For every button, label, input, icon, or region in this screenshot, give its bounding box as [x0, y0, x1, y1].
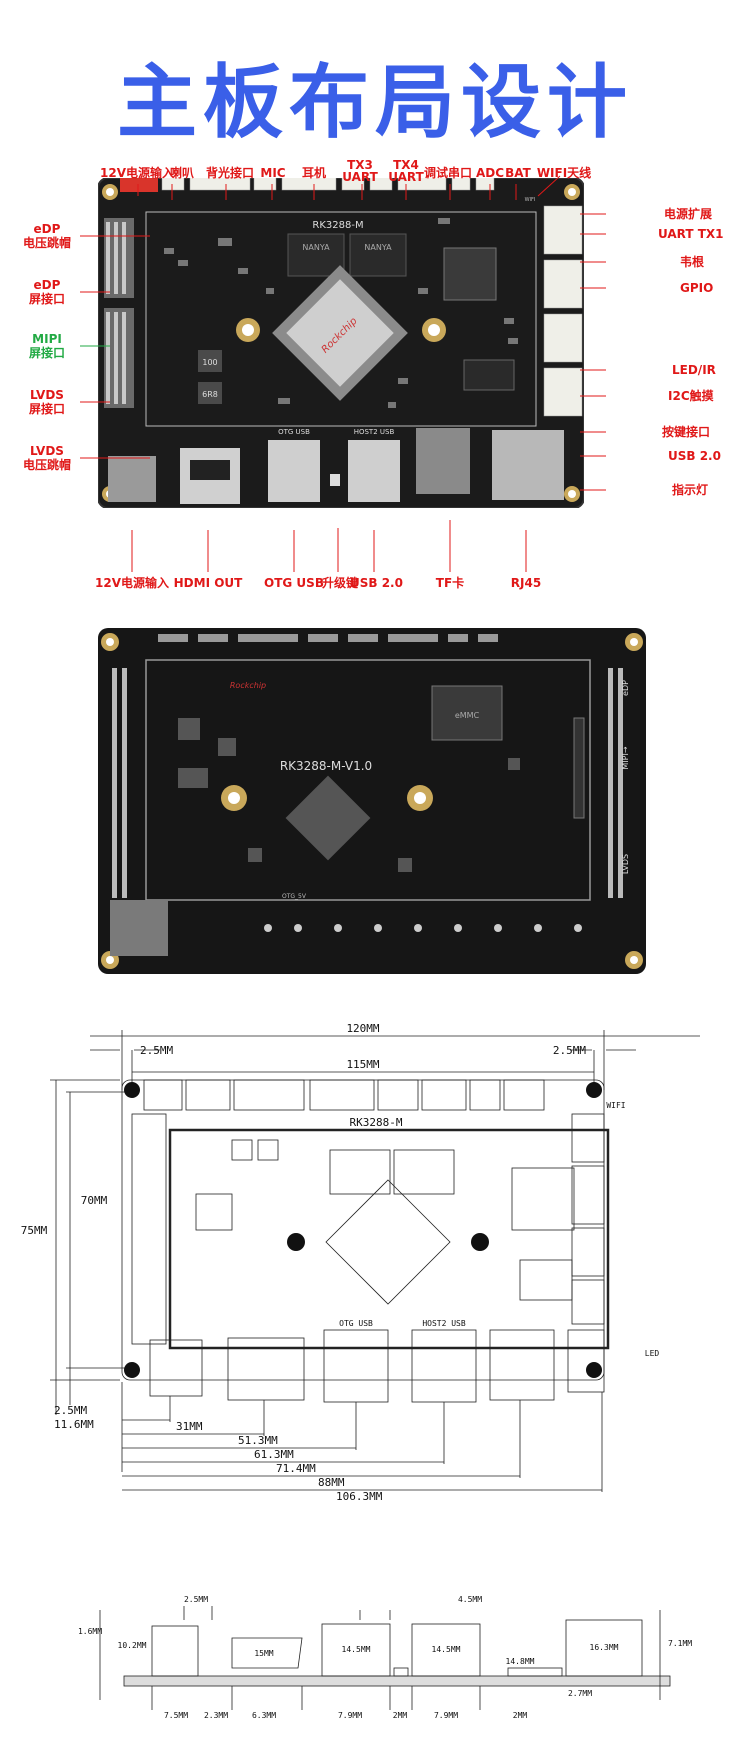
side-2-3mm: 2.3MM [204, 1711, 228, 1720]
label-edp-jumper-1: eDP [33, 222, 61, 236]
label-mipi-2: 屏接口 [28, 346, 65, 360]
side-2mm-a: 2MM [393, 1711, 408, 1720]
host2-silk: HOST2 USB [354, 428, 395, 436]
label-power-ext: 电源扩展 [664, 207, 713, 221]
memory-chip-2: NANYA [364, 243, 392, 252]
dim-106-3mm: 106.3MM [336, 1490, 383, 1503]
side-2-7mm: 2.7MM [568, 1689, 592, 1698]
drawing-led: LED [645, 1349, 660, 1358]
side-7-9mm-b: 7.9MM [434, 1711, 458, 1720]
otg-silk: OTG USB [278, 428, 310, 436]
wifi-silk: WIFI [525, 197, 536, 203]
dim-31mm: 31MM [176, 1420, 203, 1433]
memory-chip-1: NANYA [302, 243, 330, 252]
back-brand-silk: Rockchip [230, 681, 266, 690]
drawing-model: RK3288-M [350, 1116, 403, 1129]
label-bat: BAT [505, 166, 531, 180]
side-4-5mm: 4.5MM [458, 1595, 482, 1604]
dim-11-6mm: 11.6MM [54, 1418, 94, 1431]
label-12v-power-in-bottom: 12V电源输入 [95, 576, 169, 590]
label-uart-tx1: UART TX1 [658, 227, 724, 241]
dim-75mm: 75MM [21, 1224, 48, 1237]
label-backlight: 背光接口 [205, 166, 254, 180]
label-mic: MIC [260, 166, 286, 180]
label-upgrade-key: 升级键 [321, 576, 358, 590]
label-tx4-uart: UART [388, 170, 424, 184]
side-10-2mm: 10.2MM [118, 1641, 147, 1650]
drawing-host2: HOST2 USB [422, 1319, 466, 1328]
back-edp-silk: eDP [621, 680, 630, 696]
label-indicator: 指示灯 [672, 483, 709, 497]
dimension-drawing: 120MM 2.5MM 2.5MM 115MM 75MM 70MM 2.5MM … [21, 1022, 700, 1503]
label-mipi-1: MIPI [32, 332, 62, 346]
side-7-1mm: 7.1MM [668, 1639, 692, 1648]
side-2-5mm: 2.5MM [184, 1595, 208, 1604]
side-view-drawing: 1.6MM 2.5MM 4.5MM 7.1MM 10.2MM 15MM 14.5… [78, 1595, 692, 1720]
label-otg-usb: OTG USB [264, 576, 324, 590]
dim-120mm: 120MM [346, 1022, 379, 1035]
dim-2-5mm-bottom: 2.5MM [54, 1404, 87, 1417]
label-wifi-antenna: WIFI天线 [536, 166, 592, 180]
side-7-9mm-a: 7.9MM [338, 1711, 362, 1720]
side-6-3mm: 6.3MM [252, 1711, 276, 1720]
side-14-5mm-b: 14.5MM [432, 1645, 461, 1654]
dim-61-3mm: 61.3MM [254, 1448, 294, 1461]
label-debug-serial: 调试串口 [423, 166, 472, 180]
inductor-1: 100 [202, 358, 217, 367]
back-mipi-silk: MIPI→ [621, 746, 630, 769]
label-gpio: GPIO [680, 281, 714, 295]
label-tx3-uart: UART [342, 170, 378, 184]
label-tx4: TX4 [393, 158, 419, 172]
inductor-2: 6R8 [202, 390, 218, 399]
side-7-5mm: 7.5MM [164, 1711, 188, 1720]
side-16-3mm: 16.3MM [590, 1643, 619, 1652]
side-14-8mm: 14.8MM [506, 1657, 535, 1666]
side-1-6mm: 1.6MM [78, 1627, 102, 1636]
label-earphone: 耳机 [301, 166, 326, 180]
dim-88mm: 88MM [318, 1476, 345, 1489]
back-model-silk: RK3288-M-V1.0 [280, 759, 372, 773]
back-otg-silk: OTG_5V [282, 893, 307, 900]
label-hdmi-out: HDMI OUT [173, 576, 243, 590]
dim-51-3mm: 51.3MM [238, 1434, 278, 1447]
dim-115mm: 115MM [346, 1058, 379, 1071]
label-usb20-right: USB 2.0 [668, 449, 721, 463]
label-led-ir: LED/IR [672, 363, 716, 377]
label-edp-port-2: 屏接口 [28, 292, 65, 306]
drawing-otg: OTG USB [339, 1319, 373, 1328]
label-lvds-jumper-1: LVDS [30, 444, 64, 458]
label-adc: ADC [475, 166, 505, 180]
board-top-view: RK3288-M NANYA NANYA Rockchip 100 6R8 OT… [98, 178, 584, 508]
label-edp-port-1: eDP [33, 278, 61, 292]
back-lvds-silk: LVDS [621, 854, 630, 874]
side-14-5mm-a: 14.5MM [342, 1645, 371, 1654]
drawing-wifi: WIFI [606, 1101, 625, 1110]
label-lvds-jumper-2: 电压跳帽 [22, 458, 71, 472]
label-12v-power-in-top: 12V电源输入 [100, 166, 174, 180]
side-15mm: 15MM [254, 1649, 273, 1658]
board-top-leaders [80, 175, 606, 572]
label-lvds-port-1: LVDS [30, 388, 64, 402]
label-rj45: RJ45 [510, 576, 542, 590]
dim-2-5mm-left: 2.5MM [140, 1044, 173, 1057]
label-lvds-port-2: 屏接口 [28, 402, 65, 416]
side-2mm-b: 2MM [513, 1711, 528, 1720]
label-usb20-bottom: USB 2.0 [350, 576, 403, 590]
label-tx3: TX3 [347, 158, 373, 172]
label-tf-card: TF卡 [435, 576, 465, 590]
emmc-chip: eMMC [455, 711, 480, 720]
label-i2c-touch: I2C触摸 [668, 389, 714, 403]
dim-2-5mm-right: 2.5MM [553, 1044, 586, 1057]
board-model-silk: RK3288-M [312, 220, 363, 231]
dim-71-4mm: 71.4MM [276, 1462, 316, 1475]
label-key-port: 按键接口 [662, 425, 711, 439]
board-back-view: RK3288-M-V1.0 Rockchip eMMC eDP MIPI→ LV… [98, 628, 646, 974]
label-wiegand: 韦根 [680, 255, 705, 269]
dim-70mm: 70MM [81, 1194, 108, 1207]
label-speaker: 喇叭 [169, 166, 194, 180]
page-title: 主板布局设计 [117, 56, 633, 149]
label-edp-jumper-2: 电压跳帽 [22, 236, 71, 250]
